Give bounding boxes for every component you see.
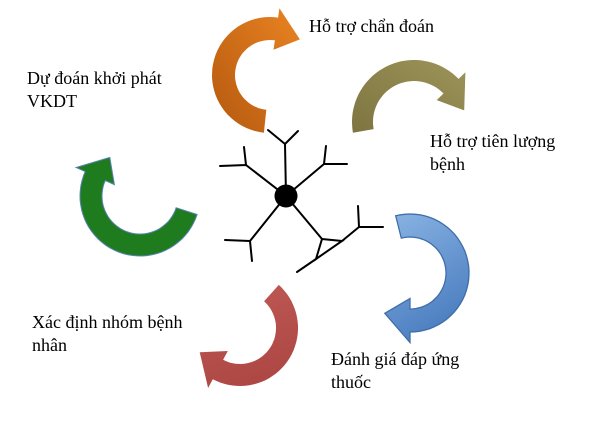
label-line: thuốc	[331, 372, 371, 392]
label-du-doan-khoi-phat-vkdt: Dự đoán khởi phát VKDT	[27, 67, 162, 113]
label-line: nhân	[32, 335, 67, 355]
label-ho-tro-tien-luong-benh: Hỗ trợ tiên lượng bệnh	[430, 130, 555, 176]
label-danh-gia-dap-ung-thuoc: Đánh giá đáp ứng thuốc	[331, 348, 459, 394]
label-line: Xác định nhóm bệnh	[32, 312, 183, 332]
label-line: Hỗ trợ tiên lượng	[430, 131, 556, 151]
molecule-core	[274, 184, 298, 208]
label-line: Đánh giá đáp ứng	[331, 349, 460, 369]
curved-arrow-tien-luong-icon	[352, 60, 466, 133]
molecule-triangle	[314, 237, 345, 262]
label-line: bệnh	[430, 154, 465, 174]
molecule-branches	[219, 129, 384, 273]
label-ho-tro-chan-doan: Hỗ trợ chẩn đoán	[309, 15, 434, 38]
label-line: Hỗ trợ chẩn đoán	[309, 16, 434, 36]
molecule-dendrimer-icon	[219, 129, 384, 273]
label-xac-dinh-nhom-benh-nhan: Xác định nhóm bệnh nhân	[32, 311, 182, 357]
curved-arrow-chan-doan-icon	[212, 8, 300, 133]
label-line: Dự đoán khởi phát	[27, 68, 162, 88]
label-line: VKDT	[27, 91, 77, 111]
curved-arrow-nhom-benh-nhan-icon	[199, 284, 298, 388]
curved-arrow-khoi-phat-icon	[74, 156, 198, 257]
curved-arrow-dap-ung-thuoc-icon	[383, 213, 470, 345]
